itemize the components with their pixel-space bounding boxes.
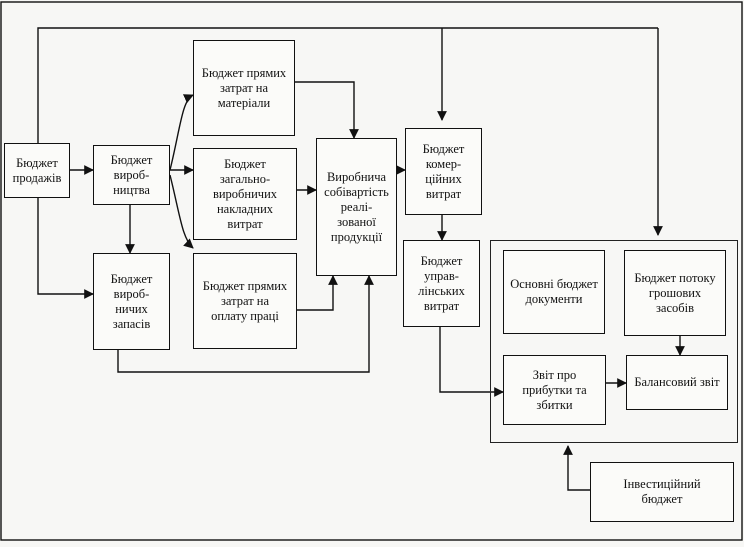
arrow-production-labor	[169, 174, 194, 249]
box-profit-loss-report: Звіт про прибутки та збитки	[503, 355, 606, 425]
box-production-budget: Бюджет вироб- ництва	[93, 145, 170, 205]
arrow-materials-cost	[295, 81, 359, 139]
arrow-admin-profitloss	[439, 327, 504, 397]
main-budget-documents-group	[490, 240, 738, 443]
box-commercial-budget: Бюджет комер- ційних витрат	[405, 128, 482, 215]
box-admin-budget: Бюджет управ- лінських витрат	[403, 240, 480, 327]
box-direct-materials-budget: Бюджет прямих затрат на матеріали	[193, 40, 295, 136]
arrow-inventory-cost	[117, 275, 374, 373]
top-connector	[37, 27, 658, 145]
box-sales-budget: Бюджет продажів	[4, 143, 70, 198]
box-overhead-budget: Бюджет загально- виробничих накладних ви…	[193, 148, 297, 240]
box-inventory-budget: Бюджет вироб- ничих запасів	[93, 253, 170, 350]
box-investment-budget: Інвестиційний бюджет	[590, 462, 734, 522]
arrow-production-materials	[169, 94, 194, 171]
box-cashflow-budget: Бюджет потоку грошових засобів	[624, 250, 726, 336]
box-production-cost: Виробнича собівартість реалі- зованої пр…	[316, 138, 397, 276]
arrow-labor-cost	[297, 275, 338, 311]
arrow-sales-inventory	[37, 198, 94, 299]
box-balance-sheet: Балансовий звіт	[626, 355, 728, 410]
arrow-investment-container	[563, 445, 590, 491]
box-direct-labor-budget: Бюджет прямих затрат на оплату праці	[193, 253, 297, 349]
box-main-budget-documents: Основні бюджет документи	[503, 250, 605, 334]
